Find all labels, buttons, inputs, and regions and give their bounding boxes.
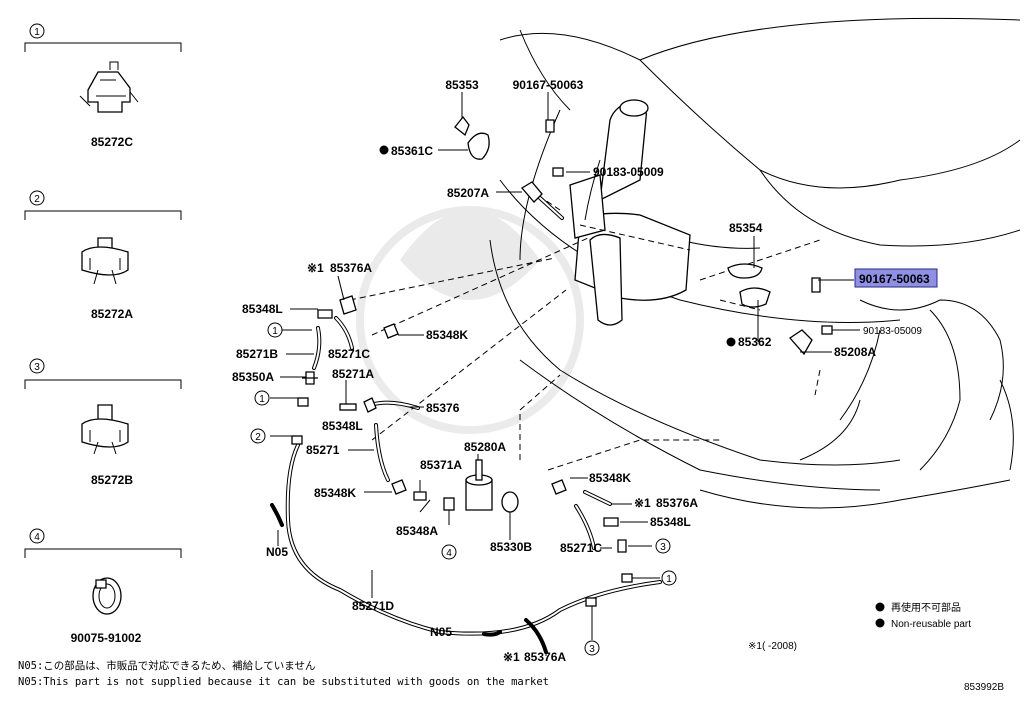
callout-1: 1 <box>272 326 278 337</box>
label-90183-top: 90183-05009 <box>593 165 664 179</box>
label-90183-right: 90183-05009 <box>863 326 922 337</box>
leader-lines <box>268 92 860 656</box>
hose-85271c-left <box>334 316 354 350</box>
label-85348k-mid: 85348K <box>314 486 356 500</box>
callout-2: 2 <box>255 432 261 443</box>
label-85376a-right: 85376A <box>656 496 698 510</box>
note-en: N05:This part is not supplied because it… <box>18 676 549 688</box>
label-90167-top: 90167-50063 <box>513 78 584 92</box>
label-85208a: 85208A <box>834 345 876 359</box>
label-85353: 85353 <box>445 78 479 92</box>
callout-4: 4 <box>446 548 452 559</box>
hose-85271 <box>374 423 390 482</box>
hose-85271c-right <box>574 504 596 550</box>
label-85376a-left-mark: ※1 <box>307 261 324 275</box>
sidebar-part-label: 85272C <box>91 135 133 149</box>
label-n05-left: N05 <box>266 545 288 559</box>
label-85271: 85271 <box>306 443 340 457</box>
hose-clamp-icon <box>92 577 122 615</box>
sidebar-part-label: 85272B <box>91 473 133 487</box>
callout-3: 3 <box>589 644 595 655</box>
sidebar-part-label: 90075-91002 <box>71 631 142 645</box>
label-85271a: 85271A <box>332 367 374 381</box>
label-85348l-right: 85348L <box>650 515 691 529</box>
label-85271b: 85271B <box>236 347 278 361</box>
sidebar-group-4: 4 90075-91002 <box>24 528 182 645</box>
highlight-box <box>854 268 938 288</box>
label-85362: 85362 <box>738 335 772 349</box>
callout-3: 3 <box>660 542 666 553</box>
label-85350a: 85350A <box>232 370 274 384</box>
label-85330b: 85330B <box>490 540 532 554</box>
label-85376: 85376 <box>426 401 460 415</box>
callouts: 1 1 2 4 3 1 3 <box>250 322 677 656</box>
legend-jp: 再使用不可部品 <box>891 601 961 614</box>
label-85348l-mid: 85348L <box>322 419 363 433</box>
label-85354: 85354 <box>729 221 763 235</box>
watermark-logo <box>356 206 584 434</box>
label-90167-right-highlighted[interactable]: 90167-50063 <box>859 272 930 286</box>
label-85348k-top: 85348K <box>426 328 468 342</box>
callout-1: 1 <box>666 574 672 585</box>
label-85207a: 85207A <box>447 186 489 200</box>
hose-85271b <box>312 326 322 370</box>
hose-85376a-right <box>583 490 612 506</box>
label-85271c-right: 85271C <box>560 541 602 555</box>
label-85280a: 85280A <box>464 440 506 454</box>
label-85371a: 85371A <box>420 458 462 472</box>
non-reusable-dot <box>379 145 389 155</box>
sidebar-group-3: 3 85272B <box>24 358 182 487</box>
sidebar-group-2: 2 85272A <box>24 190 182 321</box>
note-jp: N05:この部品は、市販品で対応できるため、補給していません <box>18 659 315 672</box>
label-n05-bottom: N05 <box>430 625 452 639</box>
label-85376a-right-mark: ※1 <box>634 496 651 510</box>
clip-85272c-icon <box>79 61 139 113</box>
clip-85272b-icon <box>81 404 129 455</box>
hose-85271d <box>285 443 662 636</box>
label-85376a-bottom: 85376A <box>524 650 566 664</box>
callout-1: 1 <box>259 394 265 405</box>
label-85348k-right: 85348K <box>589 471 631 485</box>
diagram-id: 853992B <box>964 682 1004 693</box>
sidebar-part-label: 85272A <box>91 307 133 321</box>
sidebar-num: 4 <box>34 532 40 543</box>
non-reusable-dot <box>726 337 736 347</box>
sidebar-num: 3 <box>34 362 40 373</box>
hose-85207a-link <box>538 196 564 220</box>
label-85361c: 85361C <box>391 144 433 158</box>
label-85376a-left: 85376A <box>330 261 372 275</box>
legend: 再使用不可部品 Non-reusable part ※1( -2008) <box>748 601 971 652</box>
label-85376a-bottom-mark: ※1 <box>503 650 520 664</box>
clip-85272a-icon <box>81 237 129 285</box>
label-85348a: 85348A <box>396 524 438 538</box>
label-85271c-left: 85271C <box>328 347 370 361</box>
sidebar-group-1: 1 85272C <box>24 23 182 149</box>
label-85348l-left: 85348L <box>242 302 283 316</box>
sidebar-num: 1 <box>34 27 40 38</box>
legend-en: Non-reusable part <box>891 619 971 630</box>
label-85271d: 85271D <box>352 599 394 613</box>
part-labels: 85353 90167-50063 85361C 90183-05009 852… <box>232 78 938 664</box>
notes: N05:この部品は、市販品で対応できるため、補給していません N05:This … <box>18 659 549 688</box>
sidebar-num: 2 <box>34 194 40 205</box>
washer-tank-icon <box>569 99 691 326</box>
footnote: ※1( -2008) <box>748 641 797 652</box>
small-parts <box>270 115 833 654</box>
